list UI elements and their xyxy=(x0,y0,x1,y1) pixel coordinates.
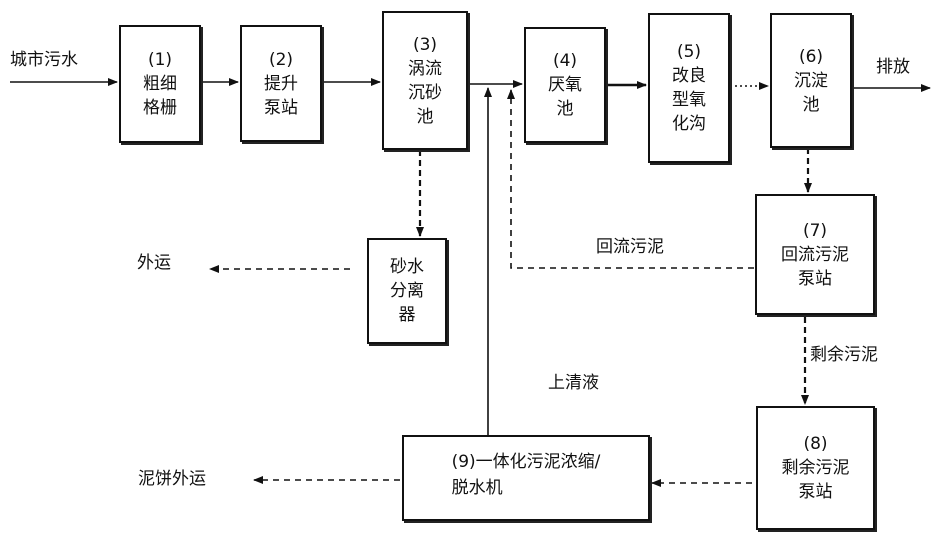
unit-2-number: (2) xyxy=(268,49,294,70)
unit-6-number: (6) xyxy=(798,46,824,67)
unit-3-number: (3) xyxy=(412,34,438,55)
inflow-label: 城市污水 xyxy=(10,50,78,70)
unit-9-label: 一体化污泥浓缩/ 脱水机 xyxy=(451,452,601,498)
unit-8-label: 剩余污泥 泵站 xyxy=(781,458,850,502)
unit-1-label: 粗细 格栅 xyxy=(143,74,177,118)
arrow-return-sludge xyxy=(507,89,754,269)
sand-out-label: 外运 xyxy=(137,253,171,273)
unit-6-settling-tank: (6) 沉淀 池 xyxy=(770,13,852,148)
unit-2-lift-pump: (2) 提升 泵站 xyxy=(240,25,322,142)
unit-9-number: (9) xyxy=(451,452,476,472)
unit-1-number: (1) xyxy=(147,50,173,70)
unit-3-label: 涡流 沉砂 池 xyxy=(408,58,442,127)
unit-7-label: 回流污泥 泵站 xyxy=(781,244,849,289)
excess-sludge-label: 剩余污泥 xyxy=(810,345,878,365)
unit-7-return-sludge-pump: (7) 回流污泥 泵站 xyxy=(755,194,875,315)
supernatant-label: 上清液 xyxy=(548,373,599,393)
outflow-label: 排放 xyxy=(876,57,910,77)
unit-4-number: (4) xyxy=(552,51,578,71)
unit-8-number: (8) xyxy=(803,434,828,454)
unit-4-label: 厌氧 池 xyxy=(548,75,582,119)
unit-4-anaerobic-tank: (4) 厌氧 池 xyxy=(524,27,606,143)
separator-label: 砂水 分离 器 xyxy=(390,257,424,325)
unit-6-label: 沉淀 池 xyxy=(794,70,828,115)
unit-2-label: 提升 泵站 xyxy=(264,73,298,118)
unit-1-screen: (1) 粗细 格栅 xyxy=(119,25,201,143)
unit-3-grit-chamber: (3) 涡流 沉砂 池 xyxy=(382,11,468,150)
unit-5-oxidation-ditch: (5) 改良 型氧 化沟 xyxy=(648,13,730,163)
unit-7-number: (7) xyxy=(802,220,828,241)
unit-5-number: (5) xyxy=(676,42,702,62)
unit-8-excess-sludge-pump: (8) 剩余污泥 泵站 xyxy=(756,406,875,530)
cake-out-label: 泥饼外运 xyxy=(138,469,206,489)
unit-5-label: 改良 型氧 化沟 xyxy=(672,66,706,134)
unit-9-sludge-dewatering: (9)一体化污泥浓缩/ 脱水机 xyxy=(402,435,650,521)
return-sludge-label: 回流污泥 xyxy=(596,237,664,257)
sand-water-separator: 砂水 分离 器 xyxy=(367,238,447,344)
